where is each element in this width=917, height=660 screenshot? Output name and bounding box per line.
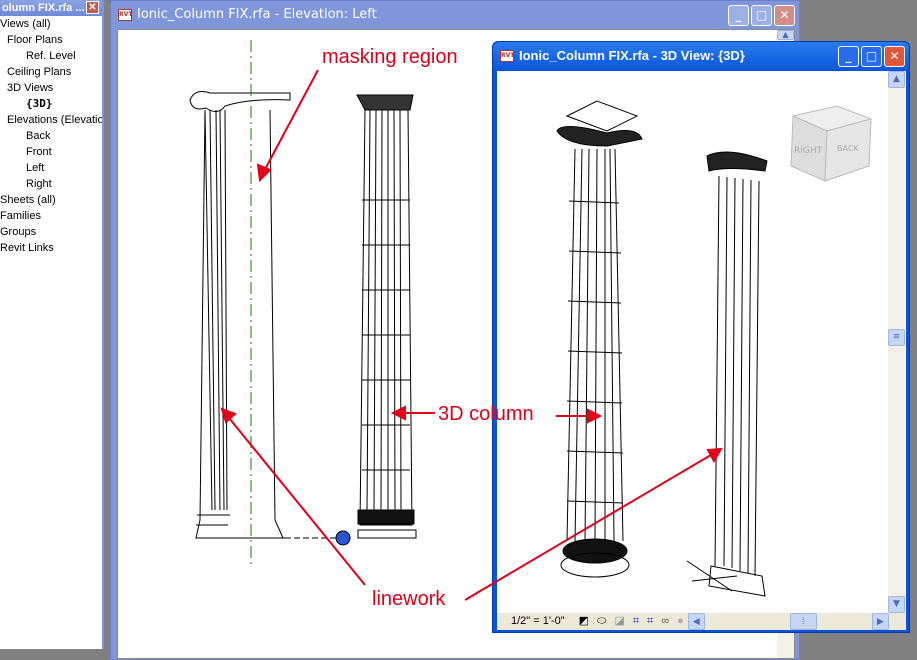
elevation-titlebar[interactable]: RVT Ionic_Column FIX.rfa - Elevation: Lef…: [111, 1, 799, 29]
browser-item[interactable]: {3D}: [26, 97, 53, 110]
shadows-icon[interactable]: ◪: [614, 615, 625, 627]
window-title: Ionic_Column FIX.rfa - 3D View: {3D}: [519, 48, 745, 63]
3d-canvas[interactable]: RIGHT BACK: [497, 71, 906, 613]
model-graphics-style-icon[interactable]: ⬭: [597, 615, 607, 627]
scroll-left-button[interactable]: ◀: [687, 613, 705, 630]
view-control-bar: 1/2" = 1'-0" ◩ ⬭ ◪ ⌗ ⌗ ∞ ● ◀ ⁞ ▶: [497, 613, 906, 630]
viewcube-right-face[interactable]: RIGHT: [794, 146, 823, 156]
horizontal-scrollbar[interactable]: ⁞: [705, 613, 872, 630]
annotation-masking-region: masking region: [322, 46, 458, 68]
browser-item[interactable]: Elevations (Elevation 1): [7, 114, 102, 126]
annotation-linework: linework: [372, 588, 446, 610]
3d-column-elevation: [356, 94, 417, 539]
close-icon[interactable]: ✕: [86, 1, 99, 14]
maximize-button[interactable]: □: [861, 46, 882, 67]
viewcube[interactable]: RIGHT BACK: [790, 105, 873, 182]
horizontal-scroll-thumb[interactable]: ⁞: [789, 613, 817, 630]
browser-item[interactable]: Sheets (all): [0, 194, 56, 206]
browser-item[interactable]: Ref. Level: [26, 50, 76, 62]
browser-item[interactable]: 3D Views: [7, 82, 54, 94]
browser-item[interactable]: Front: [26, 146, 52, 158]
minimize-button[interactable]: _: [838, 46, 859, 67]
close-button[interactable]: ✕: [884, 46, 905, 67]
browser-item[interactable]: Families: [0, 210, 41, 222]
maximize-button[interactable]: □: [751, 5, 772, 26]
browser-item[interactable]: Views (all): [0, 18, 51, 30]
browser-item[interactable]: Groups: [0, 226, 37, 238]
project-browser-title: olumn FIX.rfa ...: [2, 2, 84, 14]
browser-item[interactable]: Revit Links: [0, 242, 54, 254]
browser-item[interactable]: Ceiling Plans: [7, 66, 72, 78]
project-browser-titlebar: olumn FIX.rfa ...✕: [0, 0, 102, 16]
browser-item[interactable]: Left: [26, 162, 45, 174]
scroll-thumb[interactable]: ≡: [888, 329, 905, 346]
3d-column-right: [686, 151, 768, 597]
origin-icon: [335, 530, 351, 546]
crop-region-off-icon[interactable]: ⌗: [632, 615, 640, 627]
browser-item[interactable]: Floor Plans: [7, 34, 63, 46]
scroll-right-button[interactable]: ▶: [872, 613, 889, 630]
minimize-button[interactable]: _: [728, 5, 749, 26]
scale-label[interactable]: 1/2" = 1'-0": [511, 615, 565, 627]
browser-item[interactable]: Right: [26, 178, 52, 190]
scroll-up-button[interactable]: ▲: [888, 71, 905, 88]
detail-level-icon[interactable]: ◩: [578, 615, 590, 627]
vertical-scrollbar[interactable]: ▲ ≡ ▼: [888, 71, 905, 613]
linework-column: [189, 91, 291, 539]
scroll-up-button[interactable]: ▲: [777, 30, 794, 40]
reveal-hidden-icon[interactable]: ●: [677, 615, 684, 627]
close-button[interactable]: ✕: [774, 5, 795, 26]
revit-file-icon: RVT: [500, 50, 514, 62]
window-title: Ionic_Column FIX.rfa - Elevation: Left: [137, 7, 377, 22]
project-browser: olumn FIX.rfa ...✕ Views (all) Floor Plan…: [0, 0, 104, 649]
browser-item[interactable]: Back: [26, 130, 51, 142]
3d-drawing: RIGHT BACK: [556, 100, 873, 597]
crop-region-visible-icon[interactable]: ⌗: [647, 615, 654, 627]
revit-file-icon: RVT: [118, 9, 132, 21]
annotation-3d-column: 3D column: [438, 403, 534, 425]
viewcube-back-face[interactable]: BACK: [837, 144, 859, 153]
3d-column-left: [556, 100, 643, 578]
temporary-hide-icon[interactable]: ∞: [661, 615, 670, 627]
scroll-down-button[interactable]: ▼: [888, 596, 905, 613]
